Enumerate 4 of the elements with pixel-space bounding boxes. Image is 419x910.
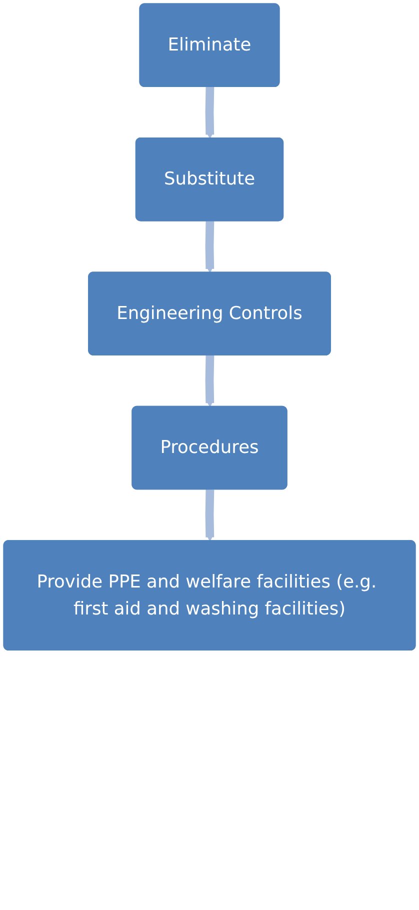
arrow [205,490,214,542]
arrow [205,86,214,139]
arrow [205,355,214,408]
arrow [205,221,214,273]
